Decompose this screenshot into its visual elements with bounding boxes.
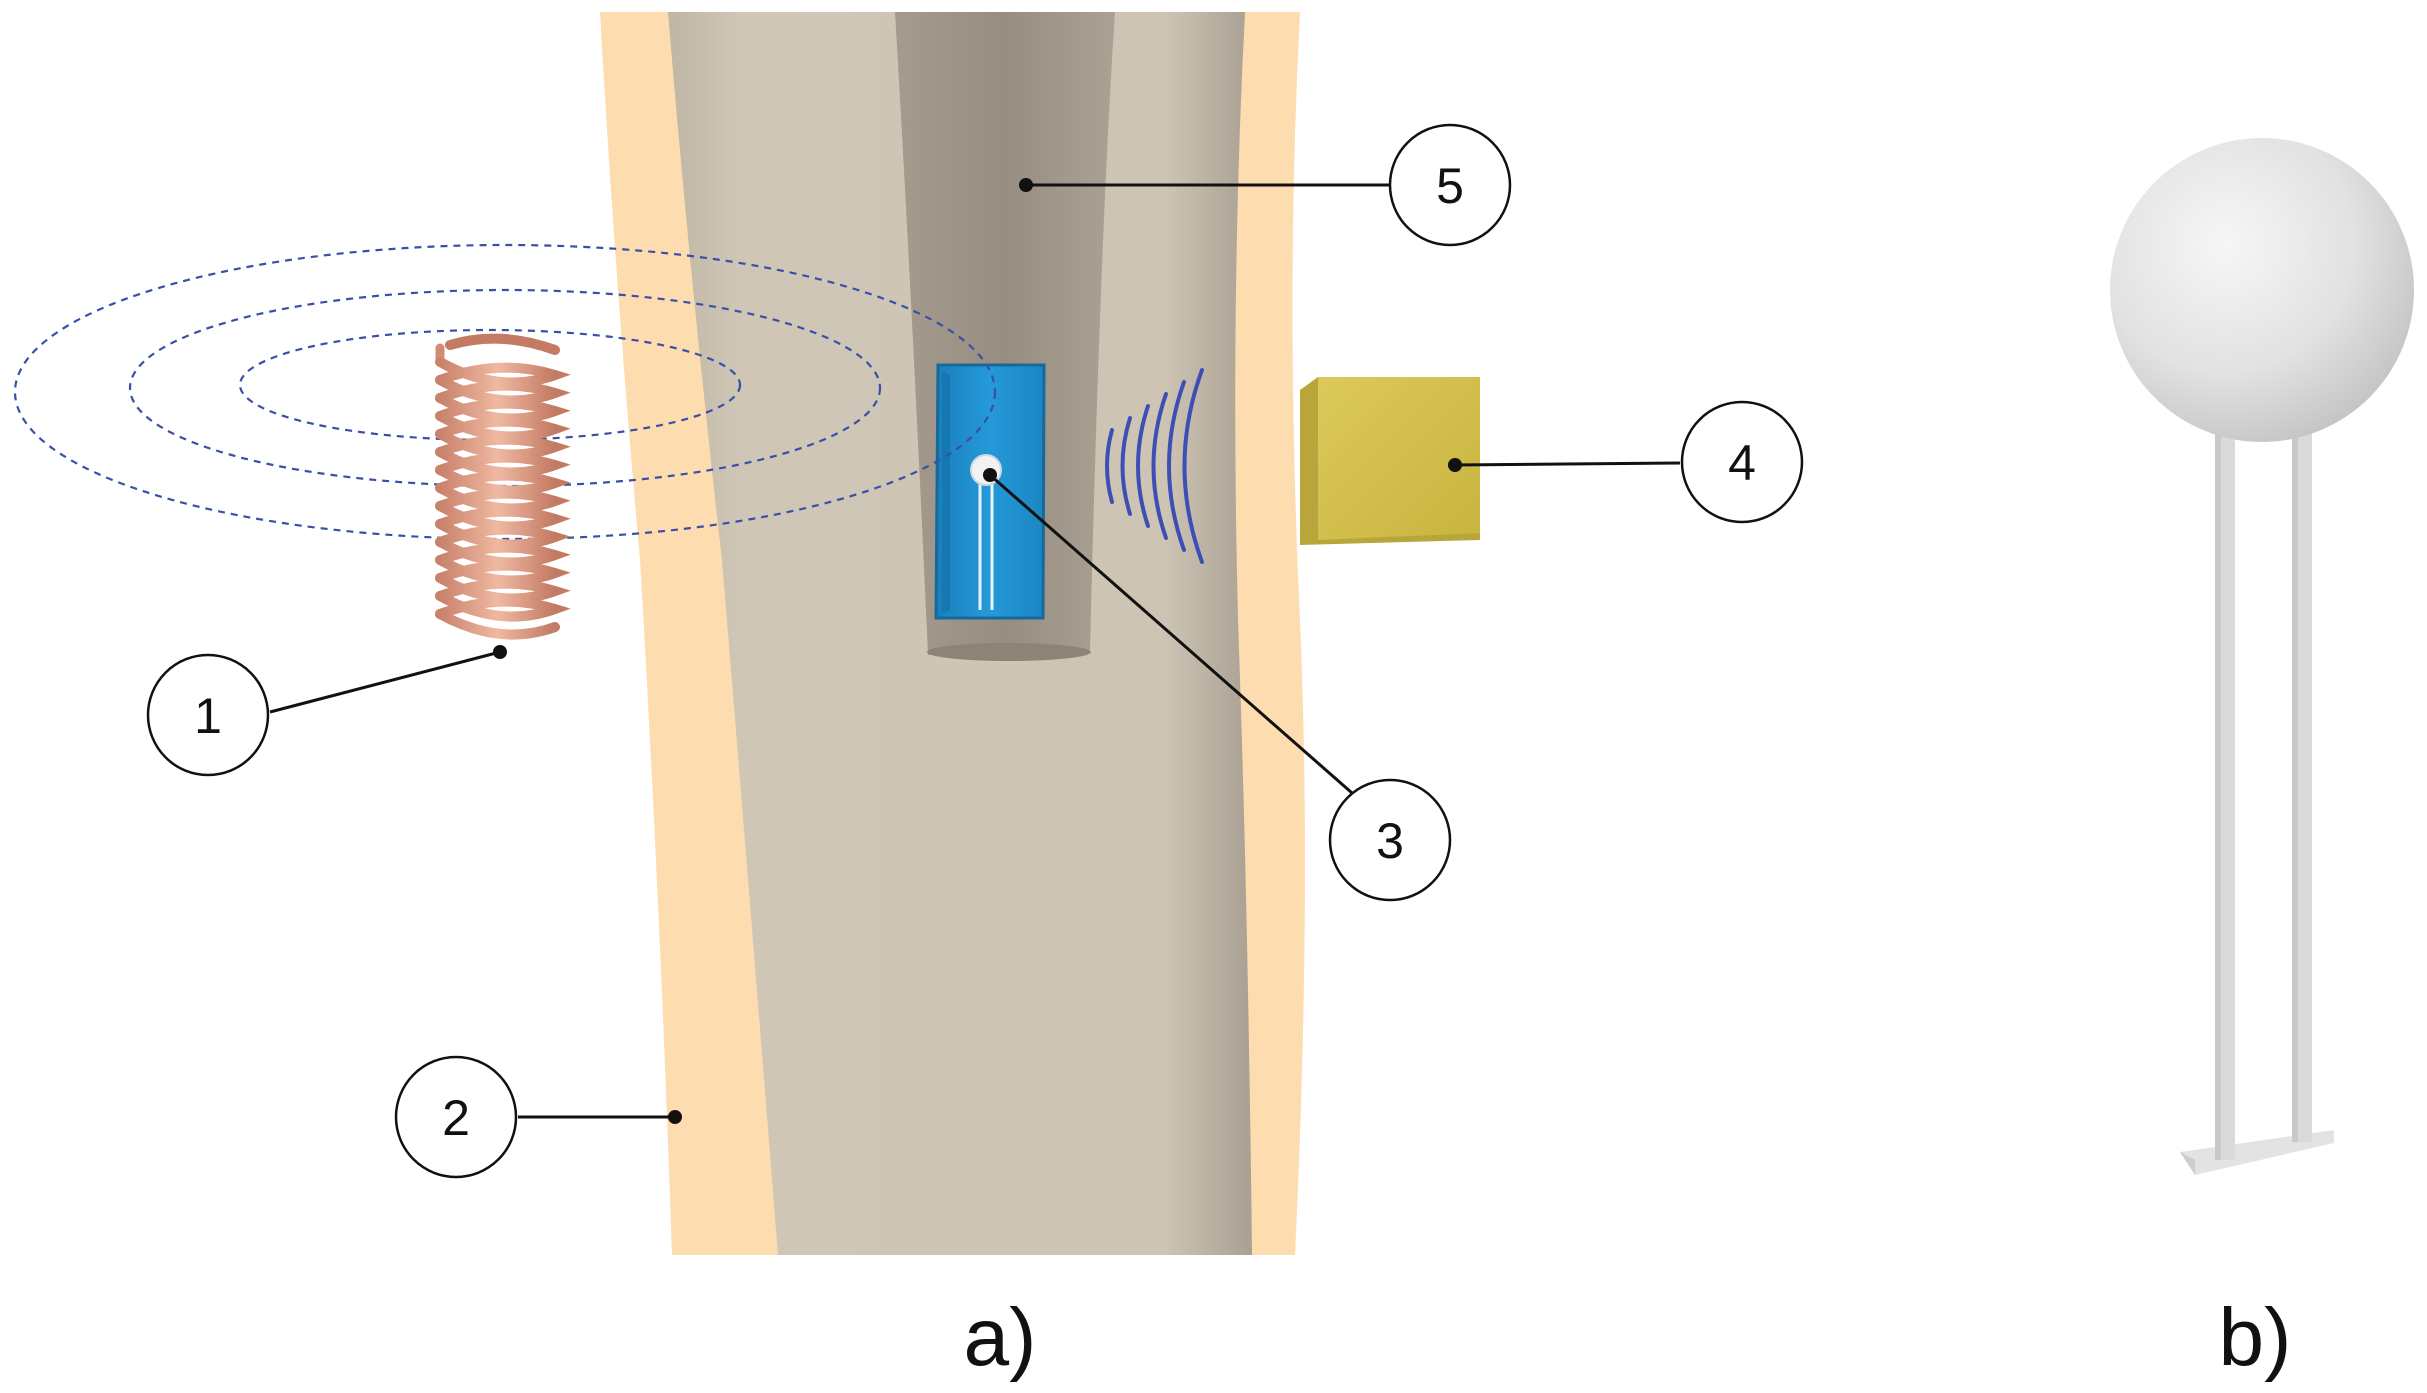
callout-2: 2 — [394, 1055, 518, 1179]
panel-a-illustration: 5 4 3 1 2 a) — [13, 12, 1804, 1383]
callout-3-label: 3 — [1376, 813, 1404, 869]
medullary-canal-end — [927, 643, 1091, 661]
panel-b-label: b) — [2219, 1292, 2292, 1383]
callout-1: 1 — [146, 653, 270, 777]
callout-5-label: 5 — [1436, 158, 1464, 214]
callout-dots — [493, 178, 1462, 1124]
sensor-sphere — [2110, 138, 2414, 442]
callout-1-label: 1 — [194, 688, 222, 744]
induction-coil-icon — [435, 333, 571, 640]
callout-5: 5 — [1388, 123, 1512, 247]
callout-4-label: 4 — [1728, 435, 1756, 491]
callout-2-label: 2 — [442, 1090, 470, 1146]
external-receiver-block — [1300, 377, 1480, 545]
callout-leaders — [269, 183, 1681, 1119]
panel-a-label: a) — [964, 1292, 1037, 1383]
implant-housing — [934, 363, 1046, 620]
panel-b-illustration: b) — [2110, 138, 2414, 1383]
wireless-signal-icon — [1105, 368, 1204, 564]
callout-4: 4 — [1680, 400, 1804, 524]
callout-3: 3 — [1328, 778, 1452, 902]
